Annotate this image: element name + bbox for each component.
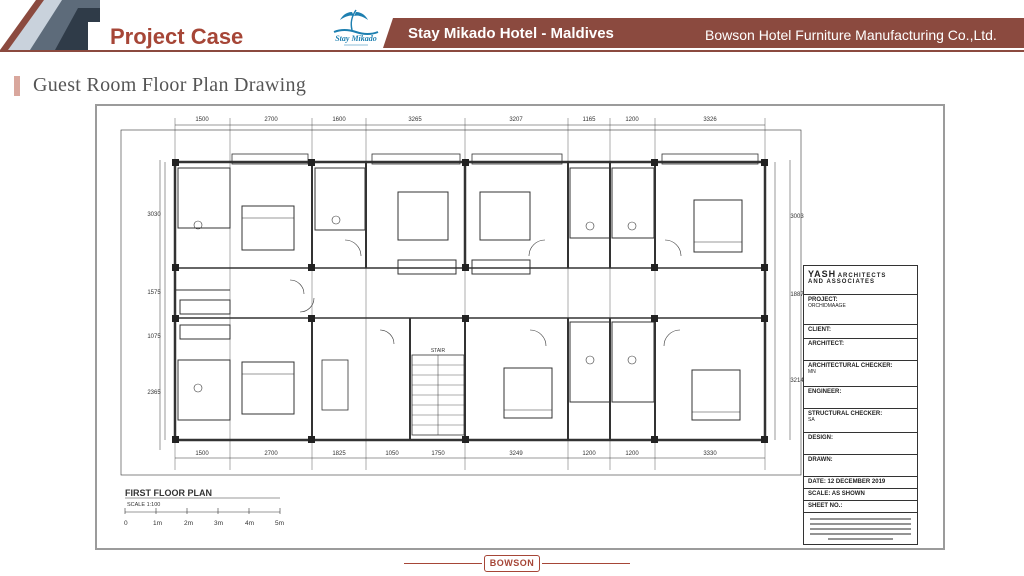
bowson-logo: BOWSON: [484, 555, 540, 572]
scale-tick-3: 3m: [214, 520, 224, 527]
scale-tick-2: 2m: [184, 520, 194, 527]
hotel-name: Stay Mikado Hotel - Maldives: [408, 25, 614, 42]
engineer-row: ENGINEER:: [804, 386, 917, 408]
title-block: YASH ARCHITECTS AND ASSOCIATES PROJECT: …: [803, 265, 918, 545]
bottom-dim-1: 1500: [195, 451, 209, 457]
top-dim-3: 1600: [332, 117, 346, 123]
section-title: Guest Room Floor Plan Drawing: [33, 74, 307, 96]
bottom-dim-7: 1200: [582, 451, 596, 457]
bottom-dim-9: 3330: [703, 451, 717, 457]
top-dim-4: 3265: [408, 117, 422, 123]
scale-tick-1: 1m: [153, 520, 163, 527]
header-building-photo: [0, 0, 100, 50]
bottom-dim-6: 3249: [509, 451, 523, 457]
header-bar: [383, 18, 1024, 48]
top-dim-5: 3207: [509, 117, 523, 123]
left-dim-2: 1575: [147, 290, 161, 296]
footer-line-left: [404, 563, 482, 564]
bottom-dim-8: 1200: [625, 451, 639, 457]
architect-row: ARCHITECT:: [804, 338, 917, 360]
svg-text:Stay Mikado: Stay Mikado: [335, 34, 377, 43]
scale-row: SCALE: AS SHOWN: [804, 488, 917, 500]
header-title-panel: [88, 22, 280, 52]
stair-label: STAIR: [431, 348, 446, 354]
left-dim-4: 2365: [147, 390, 161, 396]
design-row: DESIGN:: [804, 432, 917, 454]
right-dim-2: 1887: [790, 292, 804, 298]
struct-checker-row: STRUCTURAL CHECKER: SA: [804, 408, 917, 432]
scale-tick-0: 0: [124, 520, 128, 527]
left-dim-1: 3030: [147, 212, 161, 218]
top-dim-2: 2700: [264, 117, 278, 123]
stay-mikado-logo: Stay Mikado: [330, 6, 382, 48]
top-dim-7: 1200: [625, 117, 639, 123]
date-row: DATE: 12 DECEMBER 2019: [804, 476, 917, 488]
client-row: CLIENT:: [804, 324, 917, 338]
page-title: Project Case: [110, 24, 244, 49]
left-dim-3: 1075: [147, 334, 161, 340]
project-row: PROJECT: ORCHIDMAAGE: [804, 294, 917, 324]
right-dim-3: 3214: [790, 378, 804, 384]
top-dim-1: 1500: [195, 117, 209, 123]
disclaimer-row: [804, 512, 917, 545]
footer-line-right: [542, 563, 630, 564]
arch-checker-row: ARCHITECTURAL CHECKER: MN: [804, 360, 917, 386]
header-divider: [0, 50, 1024, 52]
drawn-row: DRAWN:: [804, 454, 917, 476]
company-name: Bowson Hotel Furniture Manufacturing Co.…: [705, 27, 997, 43]
floor-plan-scale: SCALE 1:100: [127, 502, 161, 508]
sheet-row: SHEET NO.:: [804, 500, 917, 512]
top-dim-8: 3326: [703, 117, 717, 123]
bottom-dim-3: 1825: [332, 451, 346, 457]
floor-plan-title: FIRST FLOOR PLAN: [125, 488, 212, 498]
section-marker: [14, 76, 20, 96]
bottom-dim-5: 1750: [431, 451, 445, 457]
bottom-dim-2: 2700: [264, 451, 278, 457]
bottom-dim-4: 1050: [385, 451, 399, 457]
scale-tick-5: 5m: [275, 520, 285, 527]
top-dim-6: 1165: [583, 117, 597, 123]
scale-tick-4: 4m: [245, 520, 255, 527]
firm-logo: YASH ARCHITECTS AND ASSOCIATES: [808, 269, 887, 285]
right-dim-1: 3003: [790, 214, 804, 220]
